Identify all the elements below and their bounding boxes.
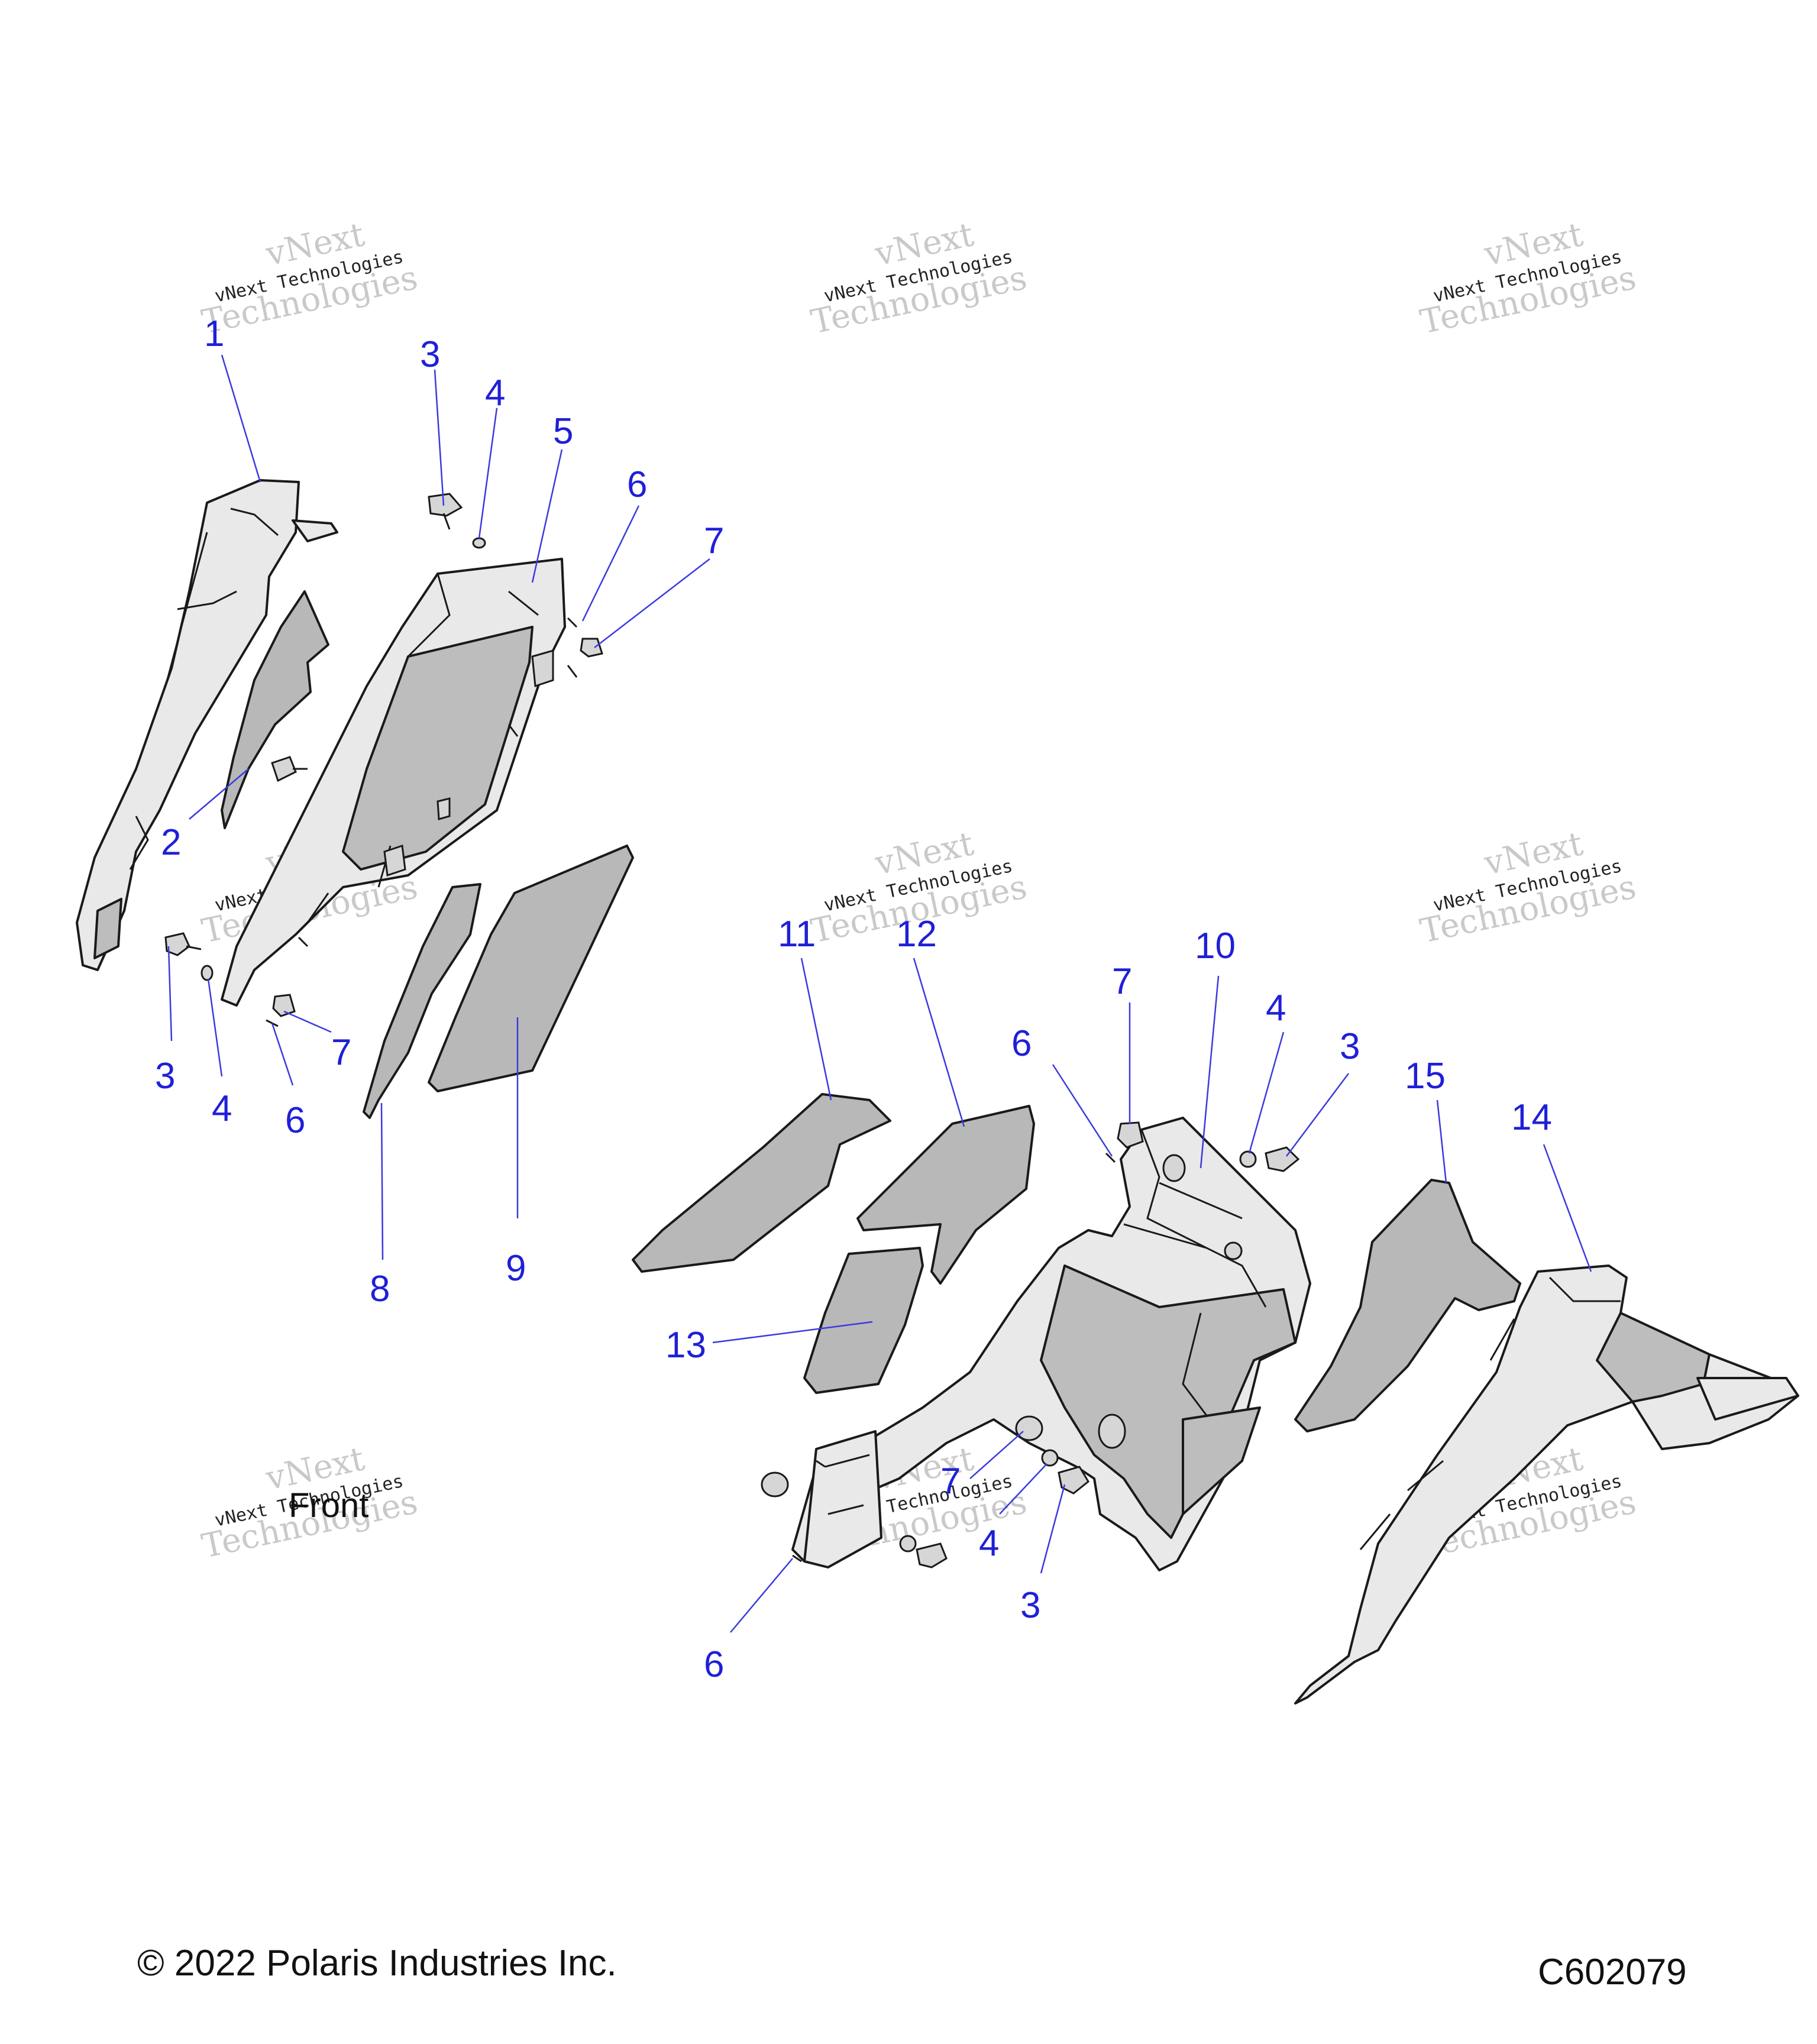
callout-3: 3 [1340,1026,1360,1067]
part-8-strip [363,883,481,1119]
grommet-7-right-bottom [1015,1415,1043,1441]
leader-lines [167,354,1592,1633]
callout-3: 3 [1020,1585,1040,1626]
fastener-3-extra [916,1542,948,1568]
part-9-large-pad [428,845,634,1092]
callout-14: 14 [1511,1097,1552,1138]
callout-7: 7 [331,1032,351,1073]
callout-6: 6 [1011,1023,1032,1064]
callout-3: 3 [155,1056,175,1097]
callout-12: 12 [896,914,937,955]
washer-extra [899,1535,917,1553]
callout-2: 2 [161,822,181,863]
part-2-fastener [271,756,308,782]
drawing-id: C602079 [1538,1952,1687,1993]
fastener-3-right-top [1265,1146,1300,1172]
callout-4: 4 [212,1088,232,1129]
callout-7: 7 [1112,961,1132,1002]
part-13-pad [803,1247,924,1394]
callout-7: 7 [940,1461,961,1502]
washer-4-right-top [1239,1150,1257,1168]
callout-1: 1 [204,313,224,354]
front-label: Front [289,1486,368,1525]
watermark-top-center: vNext vNext Technologies Technologies [808,215,1030,342]
screw-6-right-top [1105,1152,1116,1163]
callout-4: 4 [485,373,505,413]
grommet-7-top [580,638,603,658]
copyright-text: © 2022 Polaris Industries Inc. [137,1943,617,1984]
callout-10: 10 [1195,926,1236,966]
part-5-frame [221,558,566,1007]
fastener-3-right-bottom [1058,1466,1089,1495]
callout-labels: 1 2 3 4 5 6 7 3 4 6 7 8 9 11 12 13 6 7 1… [155,313,1552,1685]
left-assembly [76,479,634,1119]
callout-8: 8 [370,1269,390,1309]
callout-13: 13 [665,1325,706,1366]
washer-4-bottom [201,965,214,981]
part-11-pad [632,1093,891,1273]
screws-6-top [507,617,578,737]
callout-5: 5 [553,411,573,452]
callout-4: 4 [1266,988,1286,1029]
callout-11: 11 [778,914,816,955]
grommet-7-right-top [1117,1121,1144,1149]
callout-9: 9 [506,1248,526,1289]
grommet-7-bottom [272,994,296,1017]
washer-4-right-bottom [1041,1449,1059,1467]
fastener-3-top [428,493,463,530]
part-1-side-panel [76,479,338,971]
part-12-pad [856,1105,1035,1285]
callout-6: 6 [704,1644,724,1685]
callout-6: 6 [627,464,647,505]
callout-3: 3 [420,334,440,375]
washer-4-top [472,537,486,549]
callout-15: 15 [1405,1056,1446,1097]
callout-7: 7 [704,520,724,561]
screws-6-right-bottom [792,1460,826,1563]
right-assembly [632,1093,1799,1705]
part-14-side-panel [1294,1264,1799,1705]
callout-6: 6 [285,1100,305,1141]
grommet-left-bottom [761,1471,789,1498]
watermark-mid-right: vNext vNext Technologies Technologies [1417,824,1640,951]
fastener-3-bottom [164,932,202,956]
watermark-top-right: vNext vNext Technologies Technologies [1417,215,1640,342]
part-15-pad [1294,1179,1521,1432]
watermark-group: vNext vNext Technologies Technologies vN… [199,215,1640,1566]
callout-4: 4 [979,1523,999,1564]
